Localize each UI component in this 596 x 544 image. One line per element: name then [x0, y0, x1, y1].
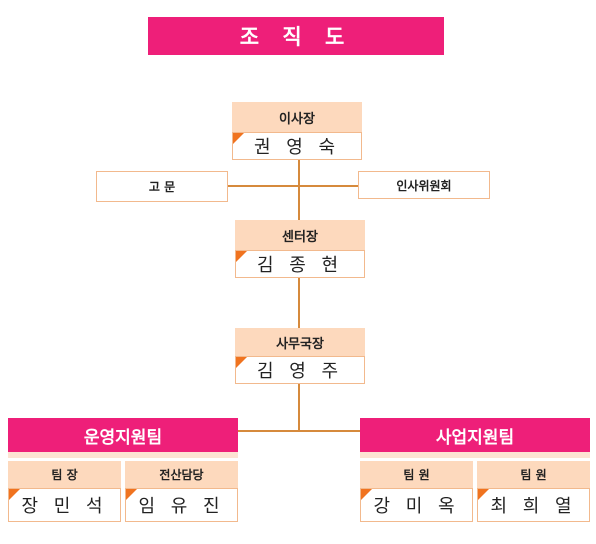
connector-secretary-to-teams	[298, 384, 300, 432]
team2-member1-name: 강 미 옥	[360, 488, 473, 522]
team2-member2-name: 최 희 열	[477, 488, 590, 522]
chairman-role: 이사장	[232, 102, 362, 132]
team2-member1-role: 팀 원	[360, 461, 473, 488]
secretary-general-name: 김 영 주	[235, 356, 365, 384]
page-title: 조 직 도	[148, 17, 444, 55]
team-business-support: 사업지원팀	[360, 418, 590, 458]
connector-center-to-secretary	[298, 276, 300, 328]
chairman-name: 권 영 숙	[232, 132, 362, 160]
center-head-name: 김 종 현	[235, 250, 365, 278]
team2-member2-role: 팀 원	[477, 461, 590, 488]
advisor-box: 고 문	[96, 171, 228, 202]
team-operations-support: 운영지원팀	[8, 418, 238, 458]
personnel-committee-box: 인사위원회	[358, 171, 490, 199]
connector-committee	[300, 185, 358, 187]
secretary-general-role: 사무국장	[235, 328, 365, 356]
team1-member1-name: 장 민 석	[8, 488, 121, 522]
team1-member2-role: 전산담당	[125, 461, 238, 488]
connector-chairman-to-center	[298, 158, 300, 220]
center-head-role: 센터장	[235, 220, 365, 250]
connector-teams-horizontal	[238, 430, 360, 432]
team1-member2-name: 임 유 진	[125, 488, 238, 522]
team1-member1-role: 팀 장	[8, 461, 121, 488]
connector-advisor	[228, 185, 298, 187]
